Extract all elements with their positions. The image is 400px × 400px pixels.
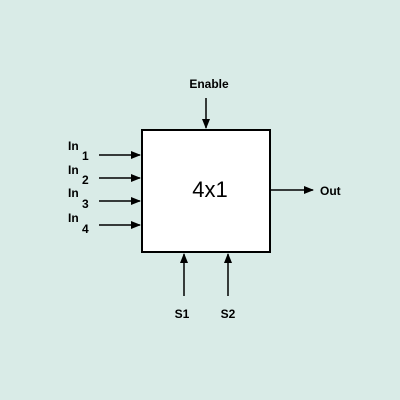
enable-label: Enable — [189, 77, 229, 91]
input-1-prefix: In — [68, 139, 79, 153]
select-s1: S1 — [175, 253, 190, 321]
input-3: In 3 — [68, 186, 141, 211]
input-1: In 1 — [68, 139, 141, 163]
input-2-prefix: In — [68, 163, 79, 177]
input-1-subscript: 1 — [82, 149, 89, 163]
input-4-prefix: In — [68, 211, 79, 225]
select-s2-label: S2 — [221, 307, 236, 321]
output-label: Out — [320, 184, 341, 198]
input-2: In 2 — [68, 163, 141, 187]
select-s2: S2 — [221, 253, 236, 321]
input-2-subscript: 2 — [82, 173, 89, 187]
input-3-prefix: In — [68, 186, 79, 200]
input-3-subscript: 3 — [82, 197, 89, 211]
input-4-subscript: 4 — [82, 222, 89, 236]
mux-block — [141, 129, 271, 253]
select-s1-label: S1 — [175, 307, 190, 321]
block-label: 4x1 — [192, 177, 227, 202]
input-4: In 4 — [68, 211, 141, 236]
